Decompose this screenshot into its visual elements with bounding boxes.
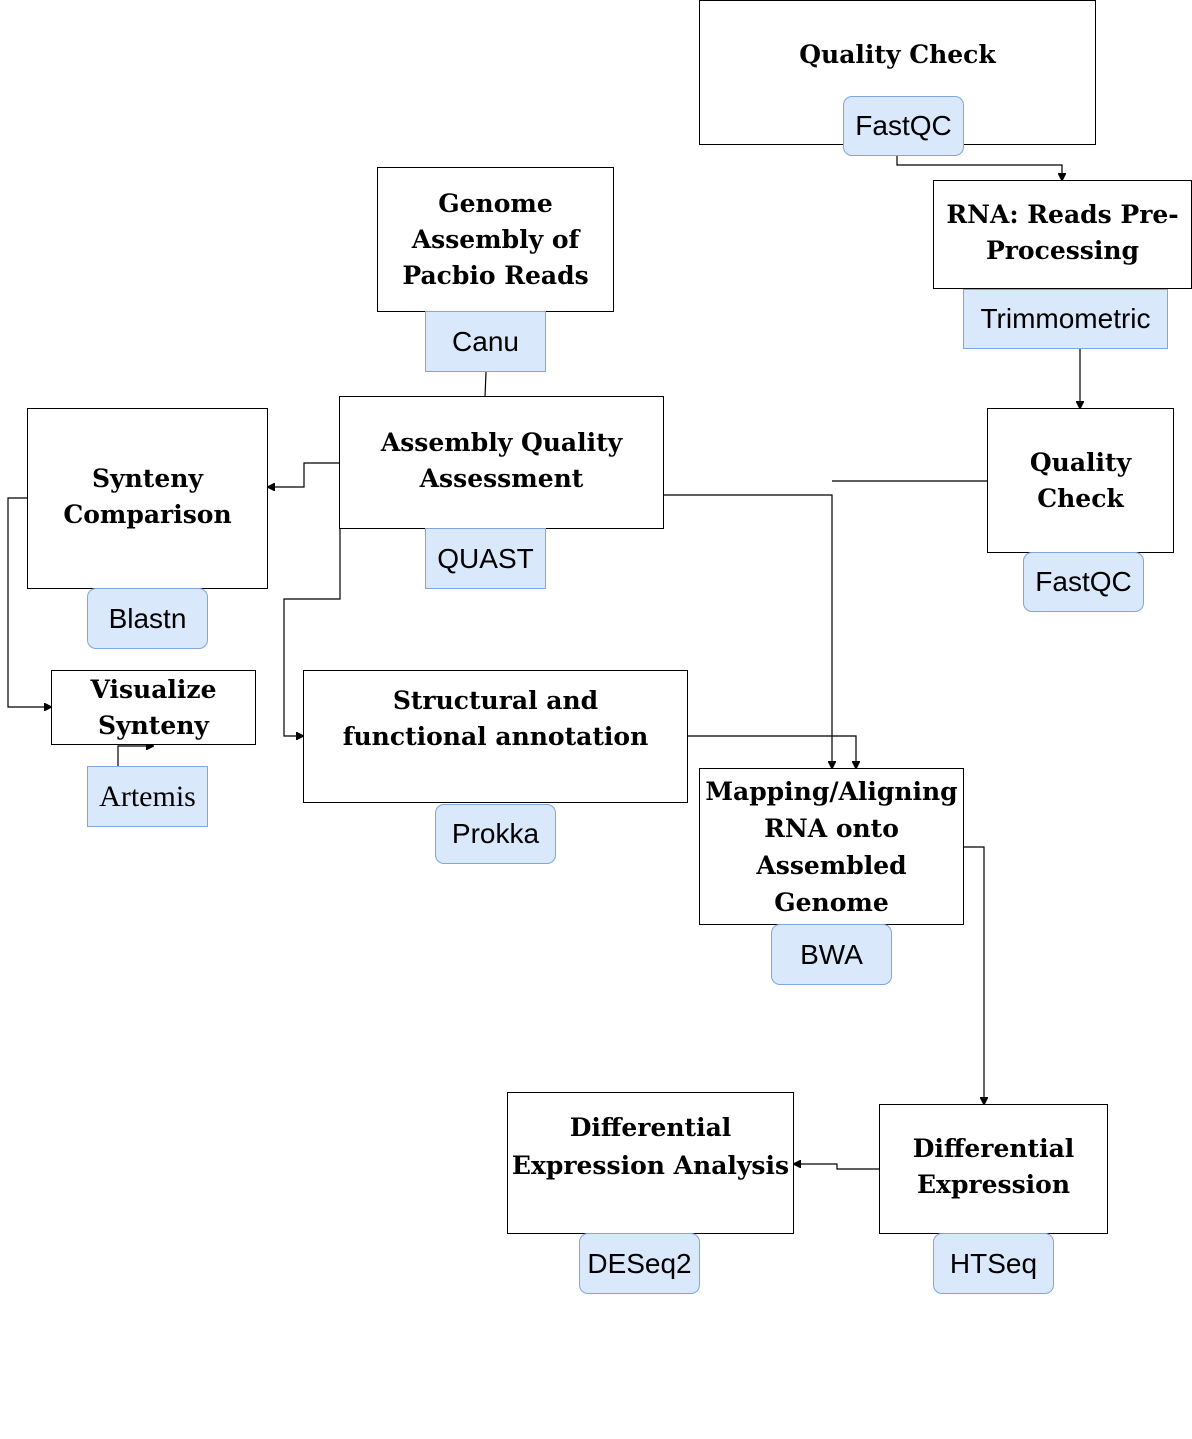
- edge-canu-to-assembly-quality: [484, 371, 487, 398]
- rna-preprocessing-box[interactable]: RNA: Reads Pre- Processing: [933, 180, 1192, 289]
- edge-mapping-to-differential-expression: [963, 846, 984, 1104]
- htseq-tool[interactable]: HTSeq: [933, 1233, 1054, 1294]
- edge-synteny-to-visualize: [7, 497, 51, 707]
- edge-assembly-quality-to-synteny: [268, 462, 340, 487]
- artemis-tool[interactable]: Artemis: [87, 766, 208, 827]
- prokka-tool[interactable]: Prokka: [435, 804, 556, 864]
- bwa-tool[interactable]: BWA: [771, 924, 892, 985]
- fastqc-top-tool[interactable]: FastQC: [843, 96, 964, 156]
- edge-differential-expression-to-de-analysis: [794, 1164, 880, 1170]
- edge-annotation-to-mapping: [688, 735, 856, 768]
- edge-assembly-quality-to-annotation: [283, 528, 341, 736]
- canu-tool[interactable]: Canu: [425, 311, 546, 372]
- edge-fastqc-to-rna-preprocessing: [896, 156, 1062, 180]
- fastqc-right-tool[interactable]: FastQC: [1023, 552, 1144, 612]
- trimmometric-tool[interactable]: Trimmometric: [963, 289, 1168, 349]
- deseq2-tool[interactable]: DESeq2: [579, 1233, 700, 1294]
- visualize-synteny-box[interactable]: Visualize Synteny: [51, 670, 256, 745]
- edge-assembly-quality-to-mapping: [663, 494, 832, 768]
- annotation-box[interactable]: Structural and functional annotation: [303, 670, 688, 803]
- quast-tool[interactable]: QUAST: [425, 528, 546, 589]
- blastn-tool[interactable]: Blastn: [87, 588, 208, 649]
- de-analysis-box[interactable]: Differential Expression Analysis: [507, 1092, 794, 1234]
- quality-check-right-box[interactable]: Quality Check: [987, 408, 1174, 553]
- mapping-box[interactable]: Mapping/Aligning RNA onto Assembled Geno…: [699, 768, 964, 925]
- genome-assembly-box[interactable]: Genome Assembly of Pacbio Reads: [377, 167, 614, 312]
- differential-expression-box[interactable]: Differential Expression: [879, 1104, 1108, 1234]
- assembly-quality-box[interactable]: Assembly Quality Assessment: [339, 396, 664, 529]
- edge-artemis-to-visualize: [117, 746, 153, 766]
- synteny-comparison-box[interactable]: Synteny Comparison: [27, 408, 268, 589]
